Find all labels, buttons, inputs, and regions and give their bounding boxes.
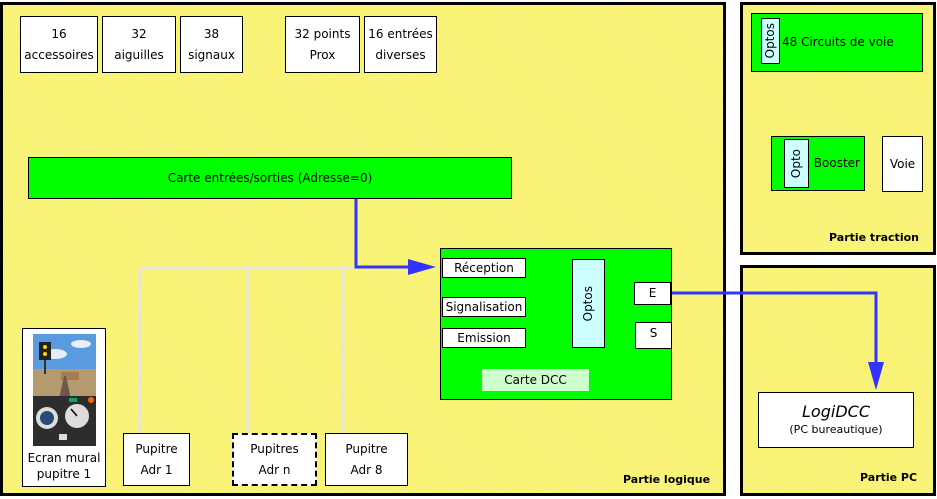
box-entrees-diverses: 16 entrées diverses (364, 16, 437, 73)
dcc-port-e: E (634, 282, 671, 305)
pupitre-adr-n: Pupitres Adr n (232, 433, 317, 486)
dcc-signalisation: Signalisation (442, 297, 526, 317)
pupitre-adr-8: Pupitre Adr 8 (325, 433, 408, 486)
label-partie-traction: Partie traction (829, 231, 919, 244)
box-points-prox-count: 32 points (294, 26, 351, 41)
booster-opto-label: Opto (789, 148, 803, 179)
dcc-port-s-label: S (649, 326, 658, 340)
dcc-port-e-label: E (648, 286, 657, 300)
box-accessoires-label: accessoires (24, 47, 94, 62)
pupitre-adr-n-line1: Pupitres (250, 441, 299, 456)
box-entrees-diverses-label: diverses (375, 47, 426, 62)
label-partie-logique: Partie logique (623, 473, 711, 486)
pupitre-adr-8-line1: Pupitre (345, 441, 388, 456)
booster-label: Booster (813, 156, 860, 170)
box-signaux-count: 38 (203, 26, 220, 41)
pupitre-adr-1: Pupitre Adr 1 (123, 433, 190, 486)
panel-partie-pc (740, 265, 936, 496)
io-card: Carte entrées/sorties (Adresse=0) (28, 157, 512, 199)
voie-label: Voie (889, 156, 916, 171)
circuits-optos: Optos (761, 18, 780, 64)
box-signaux-label: signaux (188, 47, 235, 62)
dcc-port-s: S (635, 322, 672, 349)
pupitre-adr-n-line2: Adr n (258, 462, 291, 477)
box-points-prox: 32 points Prox (285, 16, 360, 73)
circuits-de-voie-label: 48 Circuits de voie (782, 35, 894, 49)
box-accessoires: 16 accessoires (20, 16, 98, 73)
io-card-label: Carte entrées/sorties (Adresse=0) (167, 170, 373, 185)
dcc-signalisation-label: Signalisation (445, 299, 523, 314)
ecran-mural-line1: Ecran mural (27, 451, 101, 465)
dcc-card-label: Carte DCC (504, 372, 567, 387)
logidcc-subtitle: (PC bureautique) (789, 423, 883, 436)
dcc-optos: Optos (572, 259, 605, 348)
cab-view-image (33, 334, 96, 446)
box-aiguilles-count: 32 (131, 26, 147, 41)
pupitre-adr-8-line2: Adr 8 (350, 462, 383, 477)
pupitre-adr-1-line1: Pupitre (135, 441, 178, 456)
label-partie-pc: Partie PC (860, 471, 918, 484)
dcc-reception-label: Réception (454, 260, 514, 275)
dcc-emission: Emission (442, 328, 526, 348)
ecran-mural-line2: pupitre 1 (36, 467, 92, 481)
box-points-prox-label: Prox (309, 47, 336, 62)
circuits-optos-label: Optos (763, 23, 777, 59)
dcc-optos-label: Optos (581, 285, 595, 322)
dcc-emission-label: Emission (457, 330, 511, 345)
box-aiguilles: 32 aiguilles (102, 16, 176, 73)
dcc-reception: Réception (442, 258, 526, 278)
logidcc-box: LogiDCC (PC bureautique) (758, 392, 914, 448)
voie: Voie (882, 136, 923, 192)
box-signaux: 38 signaux (180, 16, 243, 73)
pupitre-adr-1-line2: Adr 1 (140, 462, 173, 477)
logidcc-title: LogiDCC (802, 402, 870, 421)
booster-opto: Opto (784, 139, 809, 188)
box-accessoires-count: 16 (51, 26, 67, 41)
dcc-card-label-box: Carte DCC (482, 369, 589, 391)
box-aiguilles-label: aiguilles (114, 47, 164, 62)
box-entrees-diverses-count: 16 entrées (368, 26, 433, 41)
